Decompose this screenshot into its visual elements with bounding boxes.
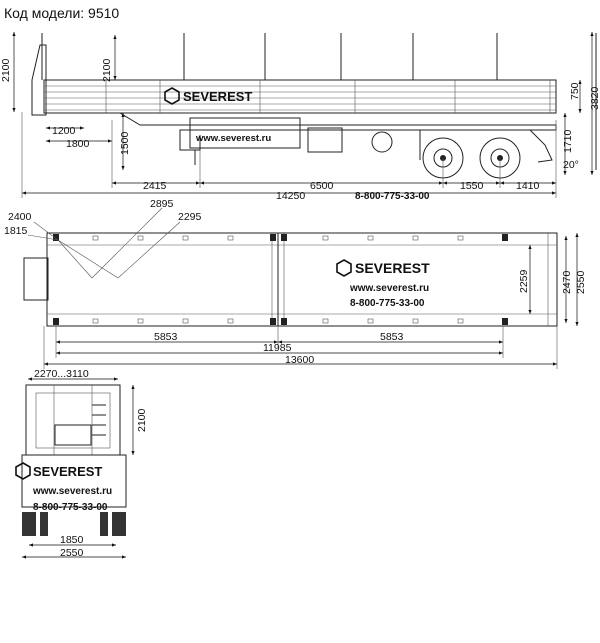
rear-bumper [529, 129, 553, 163]
dim-top-11985: 11985 [263, 342, 292, 354]
rear-logo: SEVEREST www.severest.ru 8-800-775-33-00 [15, 462, 112, 513]
dim-top-2550: 2550 [575, 270, 587, 294]
stake-pockets [53, 234, 508, 325]
rear-dim-lines [22, 377, 135, 559]
dim-top-2295: 2295 [178, 211, 202, 223]
side-phone: 8-800-775-33-00 [355, 191, 430, 202]
top-brand-name: SEVEREST [355, 260, 430, 276]
frame-rear [345, 129, 421, 160]
side-wheels [422, 137, 521, 179]
dim-side-2100-mid: 2100 [101, 58, 113, 82]
dim-rear-2270-3110: 2270...3110 [34, 368, 89, 380]
dim-side-angle: 20° [563, 159, 579, 171]
rear-phone: 8-800-775-33-00 [33, 502, 108, 513]
dim-top-13600: 13600 [285, 354, 314, 366]
side-logo: SEVEREST [164, 87, 252, 105]
rear-view: SEVEREST www.severest.ru 8-800-775-33-00… [15, 368, 148, 559]
dim-side-3820: 3820 [589, 86, 600, 110]
dim-side-1200: 1200 [52, 125, 76, 137]
rear-wheels [22, 512, 126, 536]
top-phone: 8-800-775-33-00 [350, 298, 425, 309]
side-brand-name: SEVEREST [183, 89, 252, 104]
dim-top-5853-b: 5853 [380, 331, 404, 343]
rear-brand-name: SEVEREST [33, 464, 102, 479]
dim-side-1550: 1550 [460, 180, 484, 192]
side-dim-extensions [21, 112, 557, 198]
dim-top-2259: 2259 [518, 269, 530, 293]
top-view: SEVEREST www.severest.ru 8-800-775-33-00… [4, 198, 587, 369]
side-website: www.severest.ru [195, 133, 271, 144]
dim-top-2470: 2470 [561, 270, 573, 294]
dim-top-2895: 2895 [150, 198, 174, 210]
dim-side-750: 750 [569, 82, 581, 100]
dim-rear-1850: 1850 [60, 534, 84, 546]
dim-rear-2550: 2550 [60, 547, 84, 559]
dim-rear-2100: 2100 [136, 408, 148, 432]
top-logo: SEVEREST www.severest.ru 8-800-775-33-00 [336, 259, 430, 309]
spare-wheel [371, 131, 393, 153]
side-dim-lines [12, 32, 594, 195]
top-dim-lines [44, 233, 579, 366]
dim-side-2100-left: 2100 [0, 58, 12, 82]
rear-box [54, 424, 92, 446]
web-panel [189, 117, 301, 149]
rear-ladder [92, 404, 106, 436]
side-view: SEVEREST www.severest.ru [0, 32, 600, 202]
board-lines [44, 80, 556, 113]
dim-top-1815: 1815 [4, 225, 28, 237]
dim-side-1500: 1500 [119, 131, 131, 155]
dim-side-1410: 1410 [516, 180, 540, 192]
dim-side-6500: 6500 [310, 180, 334, 192]
dim-side-1710: 1710 [562, 129, 574, 153]
side-stakes [41, 33, 597, 170]
dim-side-14250: 14250 [276, 190, 305, 202]
top-leaders [27, 207, 181, 279]
top-website: www.severest.ru [349, 283, 429, 294]
dim-top-2400: 2400 [8, 211, 32, 223]
dim-top-5853-a: 5853 [154, 331, 178, 343]
side-boards [43, 79, 557, 114]
dim-side-1800: 1800 [66, 138, 90, 150]
rear-bumper-block [21, 454, 127, 508]
rope-hooks [92, 235, 464, 324]
model-code-label: Код модели: 9510 [4, 5, 120, 21]
deck-outline [46, 232, 558, 327]
toolbox [307, 127, 343, 153]
dim-side-2415: 2415 [143, 180, 167, 192]
rear-website: www.severest.ru [32, 486, 112, 497]
kingpin-area [23, 257, 49, 301]
